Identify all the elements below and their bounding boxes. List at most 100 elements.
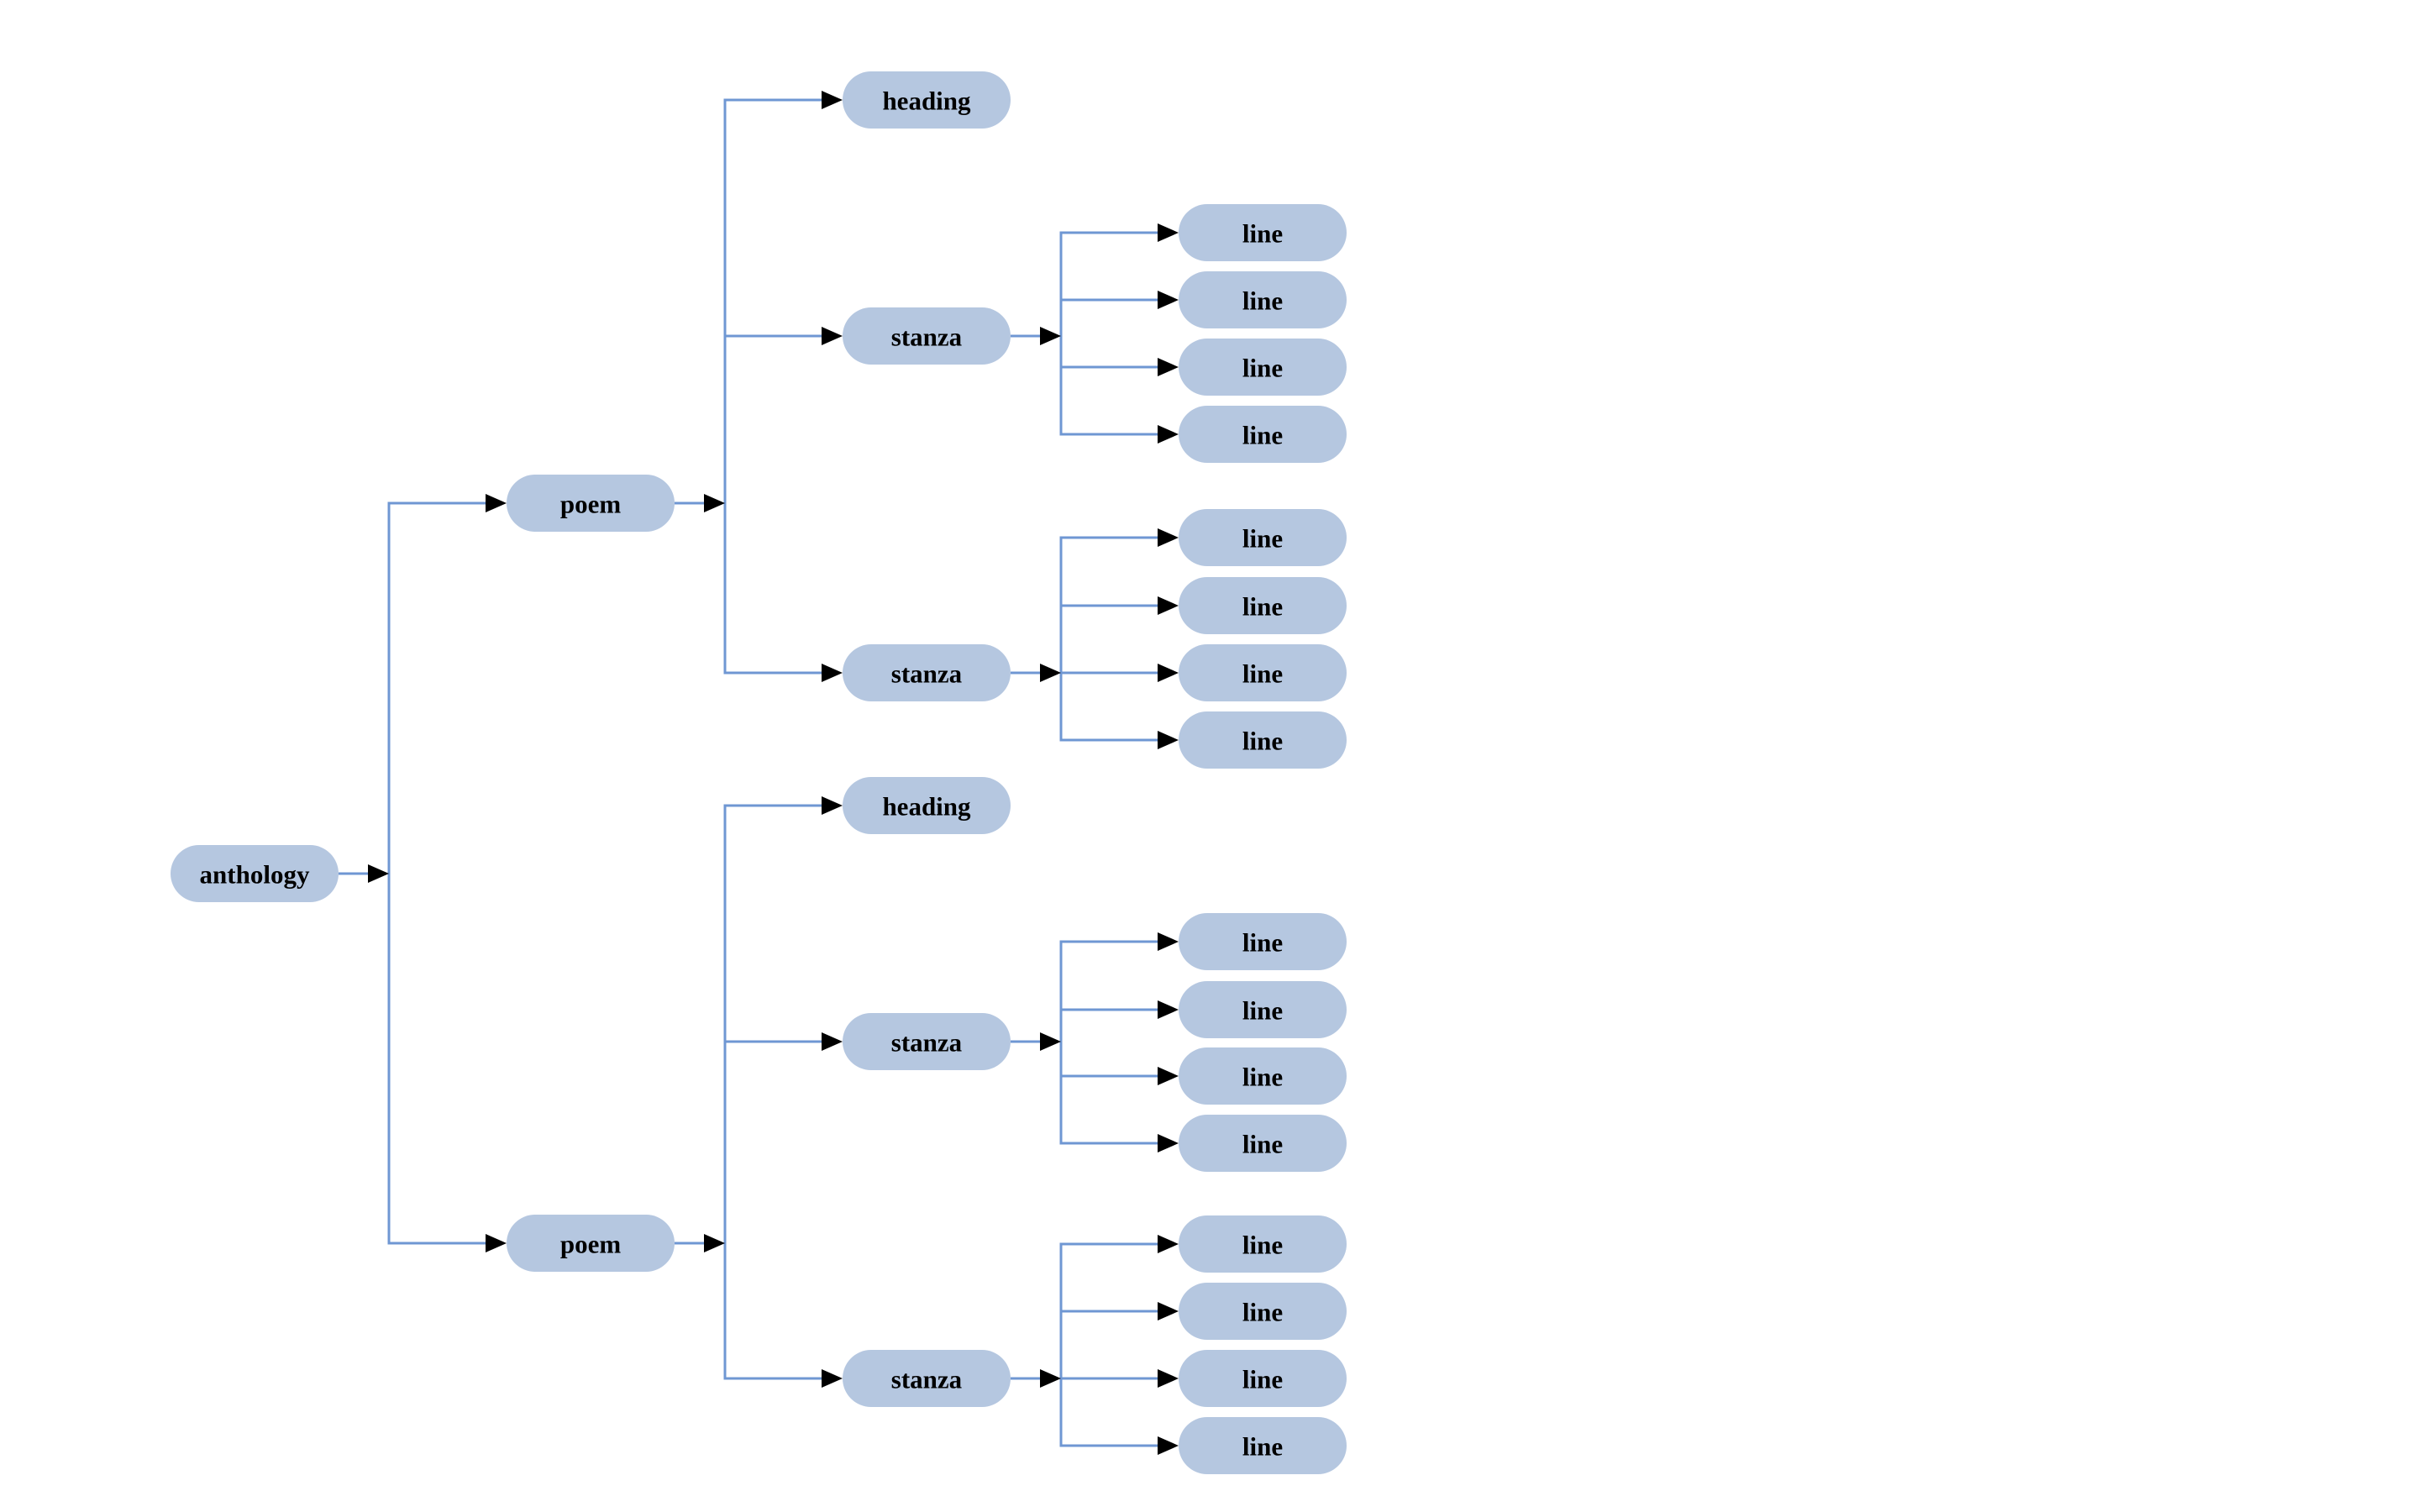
node-pill-poem-2 <box>507 1215 675 1272</box>
node-label-line-3-1: line <box>1242 928 1283 958</box>
edge-arrowhead-to-trunk-stanza-4 <box>1040 1369 1061 1388</box>
node-pill-line-3-3 <box>1179 1047 1347 1105</box>
node-line-4-1: line <box>1179 1215 1347 1273</box>
node-label-line-2-3: line <box>1242 659 1283 689</box>
node-label-stanza-4: stanza <box>891 1365 963 1394</box>
edge-arrowhead-into-line-4-1 <box>1158 1235 1179 1253</box>
edge-arrowhead-into-line-4-3 <box>1158 1369 1179 1388</box>
node-label-stanza-3: stanza <box>891 1028 963 1058</box>
node-label-line-1-1: line <box>1242 219 1283 249</box>
node-label-poem-1: poem <box>560 490 622 519</box>
node-pill-line-3-1 <box>1179 913 1347 970</box>
node-pill-line-3-2 <box>1179 981 1347 1038</box>
node-stanza-3: stanza <box>843 1013 1011 1070</box>
node-line-3-3: line <box>1179 1047 1347 1105</box>
node-pill-line-3-4 <box>1179 1115 1347 1172</box>
edge-arrowhead-into-line-3-2 <box>1158 1000 1179 1019</box>
node-pill-line-4-3 <box>1179 1350 1347 1407</box>
edge-arrowhead-into-heading-1 <box>822 91 843 109</box>
edge-arrowhead-into-line-3-3 <box>1158 1067 1179 1085</box>
node-line-4-2: line <box>1179 1283 1347 1340</box>
node-pill-stanza-2 <box>843 644 1011 701</box>
node-label-line-4-3: line <box>1242 1365 1283 1394</box>
node-label-line-3-3: line <box>1242 1063 1283 1092</box>
node-heading-1: heading <box>843 71 1011 129</box>
node-line-2-4: line <box>1179 711 1347 769</box>
node-line-3-2: line <box>1179 981 1347 1038</box>
node-pill-line-2-4 <box>1179 711 1347 769</box>
node-label-heading-1: heading <box>882 87 971 116</box>
edge-arrowhead-to-trunk-stanza-2 <box>1040 664 1061 682</box>
node-pill-line-4-2 <box>1179 1283 1347 1340</box>
edge-arrowhead-into-line-2-3 <box>1158 664 1179 682</box>
node-label-line-4-4: line <box>1242 1432 1283 1462</box>
edge-arrowhead-into-line-4-2 <box>1158 1302 1179 1320</box>
node-label-line-4-1: line <box>1242 1231 1283 1260</box>
edge-arrowhead-into-line-2-2 <box>1158 596 1179 615</box>
node-line-1-3: line <box>1179 339 1347 396</box>
node-pill-heading-2 <box>843 777 1011 834</box>
node-pill-line-2-1 <box>1179 509 1347 566</box>
edge-arrowhead-into-heading-2 <box>822 796 843 815</box>
edge-arrowhead-to-trunk-poem-2 <box>704 1234 725 1252</box>
node-line-1-1: line <box>1179 204 1347 261</box>
node-label-line-2-2: line <box>1242 592 1283 622</box>
node-pill-stanza-3 <box>843 1013 1011 1070</box>
edge-arrowhead-into-stanza-3 <box>822 1032 843 1051</box>
node-label-line-1-4: line <box>1242 421 1283 450</box>
edge-arrowhead-into-line-3-4 <box>1158 1134 1179 1152</box>
node-pill-line-4-1 <box>1179 1215 1347 1273</box>
node-label-line-1-3: line <box>1242 354 1283 383</box>
node-pill-line-1-4 <box>1179 406 1347 463</box>
edge-arrowhead-into-line-1-1 <box>1158 223 1179 242</box>
node-poem-1: poem <box>507 475 675 532</box>
node-pill-poem-1 <box>507 475 675 532</box>
node-poem-2: poem <box>507 1215 675 1272</box>
node-line-2-3: line <box>1179 644 1347 701</box>
edge-arrowhead-into-line-1-4 <box>1158 425 1179 444</box>
node-label-anthology: anthology <box>200 860 310 890</box>
node-stanza-1: stanza <box>843 307 1011 365</box>
node-stanza-4: stanza <box>843 1350 1011 1407</box>
node-line-4-4: line <box>1179 1417 1347 1474</box>
node-label-heading-2: heading <box>882 792 971 822</box>
edge-arrowhead-into-line-4-4 <box>1158 1436 1179 1455</box>
node-label-line-1-2: line <box>1242 286 1283 316</box>
node-line-3-1: line <box>1179 913 1347 970</box>
node-label-stanza-1: stanza <box>891 323 963 352</box>
node-pill-line-2-3 <box>1179 644 1347 701</box>
node-label-stanza-2: stanza <box>891 659 963 689</box>
node-pill-stanza-1 <box>843 307 1011 365</box>
node-line-2-2: line <box>1179 577 1347 634</box>
edge-arrowhead-into-poem-2 <box>486 1234 507 1252</box>
node-line-4-3: line <box>1179 1350 1347 1407</box>
edge-arrowhead-into-stanza-4 <box>822 1369 843 1388</box>
edge-arrowhead-into-poem-1 <box>486 494 507 512</box>
edge-arrowhead-into-line-2-1 <box>1158 528 1179 547</box>
node-pill-stanza-4 <box>843 1350 1011 1407</box>
node-pill-line-1-2 <box>1179 271 1347 328</box>
edge-arrowhead-to-trunk-stanza-3 <box>1040 1032 1061 1051</box>
node-pill-heading-1 <box>843 71 1011 129</box>
node-pill-line-4-4 <box>1179 1417 1347 1474</box>
node-heading-2: heading <box>843 777 1011 834</box>
nodes-layer: heading line line line line stanza line line lin… <box>171 71 1347 1474</box>
edge-arrowhead-to-trunk-stanza-1 <box>1040 327 1061 345</box>
node-line-1-2: line <box>1179 271 1347 328</box>
node-label-line-2-4: line <box>1242 727 1283 756</box>
edges-layer <box>339 91 1179 1455</box>
node-label-line-3-4: line <box>1242 1130 1283 1159</box>
edge-arrowhead-to-trunk-anthology <box>368 864 389 883</box>
node-pill-line-2-2 <box>1179 577 1347 634</box>
node-label-poem-2: poem <box>560 1230 622 1259</box>
node-label-line-4-2: line <box>1242 1298 1283 1327</box>
node-pill-line-1-1 <box>1179 204 1347 261</box>
edge-arrowhead-to-trunk-poem-1 <box>704 494 725 512</box>
node-stanza-2: stanza <box>843 644 1011 701</box>
node-label-line-2-1: line <box>1242 524 1283 554</box>
edge-arrowhead-into-line-2-4 <box>1158 731 1179 749</box>
node-pill-line-1-3 <box>1179 339 1347 396</box>
edge-arrowhead-into-stanza-1 <box>822 327 843 345</box>
